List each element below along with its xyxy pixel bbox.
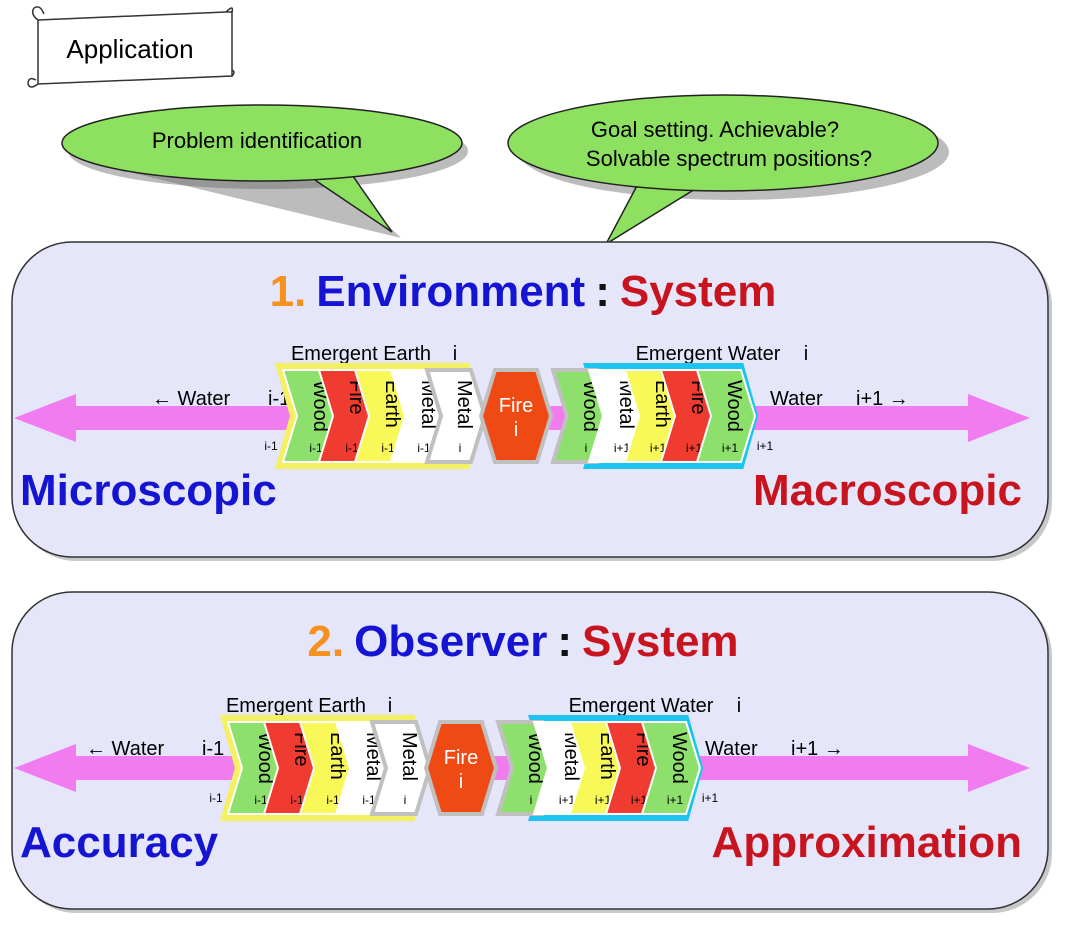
chevron-index: i xyxy=(530,793,533,807)
bottom-left-word: Microscopic xyxy=(20,466,277,515)
bottom-right-word: Macroscopic xyxy=(753,466,1022,515)
chevron-index: i-1 xyxy=(290,793,304,807)
bottom-left-word: Accuracy xyxy=(20,818,219,867)
water-right-index: i+1 → xyxy=(856,388,909,410)
chevron-shape xyxy=(369,720,433,816)
panel-right-word: System xyxy=(620,267,777,316)
center-fire-label: Fire xyxy=(444,747,478,769)
emergent-right-label: Emergent Water xyxy=(569,695,714,717)
chevron-index: i+1 xyxy=(631,793,648,807)
chevron-index: i xyxy=(404,793,407,807)
chevron-index: i-1 xyxy=(254,793,268,807)
chevron-index: i-1 xyxy=(417,441,431,455)
left-cluster-border xyxy=(275,363,485,469)
chevron-label: Metal xyxy=(453,380,475,429)
panel-title: 2.Observer:System xyxy=(307,617,738,666)
chevron-index: i-1 xyxy=(381,441,395,455)
emergent-right-index: i xyxy=(737,695,741,717)
chevron-label: Wood xyxy=(723,380,745,432)
water-right-label: Water xyxy=(770,388,823,410)
panel-left-word: Environment xyxy=(316,267,585,316)
water-right-index: i+1 → xyxy=(791,738,844,760)
panel-separator: : xyxy=(557,617,572,666)
chevron-index: i xyxy=(459,441,462,455)
bubble-goal-setting: Goal setting. Achievable? Solvable spect… xyxy=(507,94,949,247)
chevron-shape xyxy=(640,721,702,815)
element-chain: i-1Woodi-1Firei-1Earthi-1Metali-1MetaliF… xyxy=(209,715,719,821)
outer-index-left: i-1 xyxy=(264,439,278,453)
left-cluster-border xyxy=(220,715,430,821)
chevron-shape xyxy=(695,369,757,463)
emergent-left-index: i xyxy=(388,695,392,717)
panel-number: 2. xyxy=(307,617,344,666)
emergent-left-label: Emergent Earth xyxy=(226,695,366,717)
chevron-index: i+1 xyxy=(722,441,739,455)
emergent-right-index: i xyxy=(804,343,808,365)
outer-index-right: i+1 xyxy=(702,791,719,805)
emergent-right-label: Emergent Water xyxy=(636,343,781,365)
panel-number: 1. xyxy=(270,267,307,316)
panel-title: 1.Environment:System xyxy=(270,267,777,316)
emergent-left-label: Emergent Earth xyxy=(291,343,431,365)
center-fire-shape xyxy=(478,368,554,464)
chevron-index: i+1 xyxy=(650,441,667,455)
element-chain: i-1Woodi-1Firei-1Earthi-1Metali-1MetaliF… xyxy=(264,363,774,469)
chevron-index: i+1 xyxy=(667,793,684,807)
chevron-index: i-1 xyxy=(326,793,340,807)
panel-separator: : xyxy=(595,267,610,316)
chevron-index: i+1 xyxy=(686,441,703,455)
chevron-index: i-1 xyxy=(309,441,323,455)
bubble-goal-line1: Goal setting. Achievable? xyxy=(591,117,839,142)
panel-right-word: System xyxy=(582,617,739,666)
center-fire-shape xyxy=(423,720,499,816)
chevron-label: Wood xyxy=(668,732,690,784)
center-fire-label: Fire xyxy=(499,395,533,417)
chevron-metal-left-5: Metal i xyxy=(424,368,488,464)
bubble-problem-text: Problem identification xyxy=(152,128,362,153)
chevron-wood-right-5: Wood i+1 xyxy=(640,721,702,815)
chevron-label: Metal xyxy=(398,732,420,781)
bubble-goal-line2: Solvable spectrum positions? xyxy=(586,146,872,171)
panel-left-word: Observer xyxy=(354,617,547,666)
center-fire-index: i xyxy=(459,771,463,793)
water-left-label: ← Water xyxy=(86,738,164,760)
water-left-label: ← Water xyxy=(152,388,230,410)
chevron-wood-right-5: Wood i+1 xyxy=(695,369,757,463)
chevron-index: i-1 xyxy=(345,441,359,455)
application-scroll: Application xyxy=(27,6,235,88)
chevron-index: i+1 xyxy=(559,793,576,807)
water-left-index: i-1 xyxy=(202,738,224,760)
bubble-problem-identification: Problem identification xyxy=(61,104,468,238)
bottom-right-word: Approximation xyxy=(712,818,1022,867)
emergent-left-index: i xyxy=(453,343,457,365)
outer-index-right: i+1 xyxy=(757,439,774,453)
chevron-index: i-1 xyxy=(362,793,376,807)
application-title: Application xyxy=(66,34,193,64)
outer-index-left: i-1 xyxy=(209,791,223,805)
chevron-metal-left-5: Metal i xyxy=(369,720,433,816)
chevron-shape xyxy=(424,368,488,464)
chevron-index: i+1 xyxy=(595,793,612,807)
center-fire-index: i xyxy=(514,419,518,441)
chevron-index: i xyxy=(585,441,588,455)
water-right-label: Water xyxy=(705,738,758,760)
chevron-index: i+1 xyxy=(614,441,631,455)
